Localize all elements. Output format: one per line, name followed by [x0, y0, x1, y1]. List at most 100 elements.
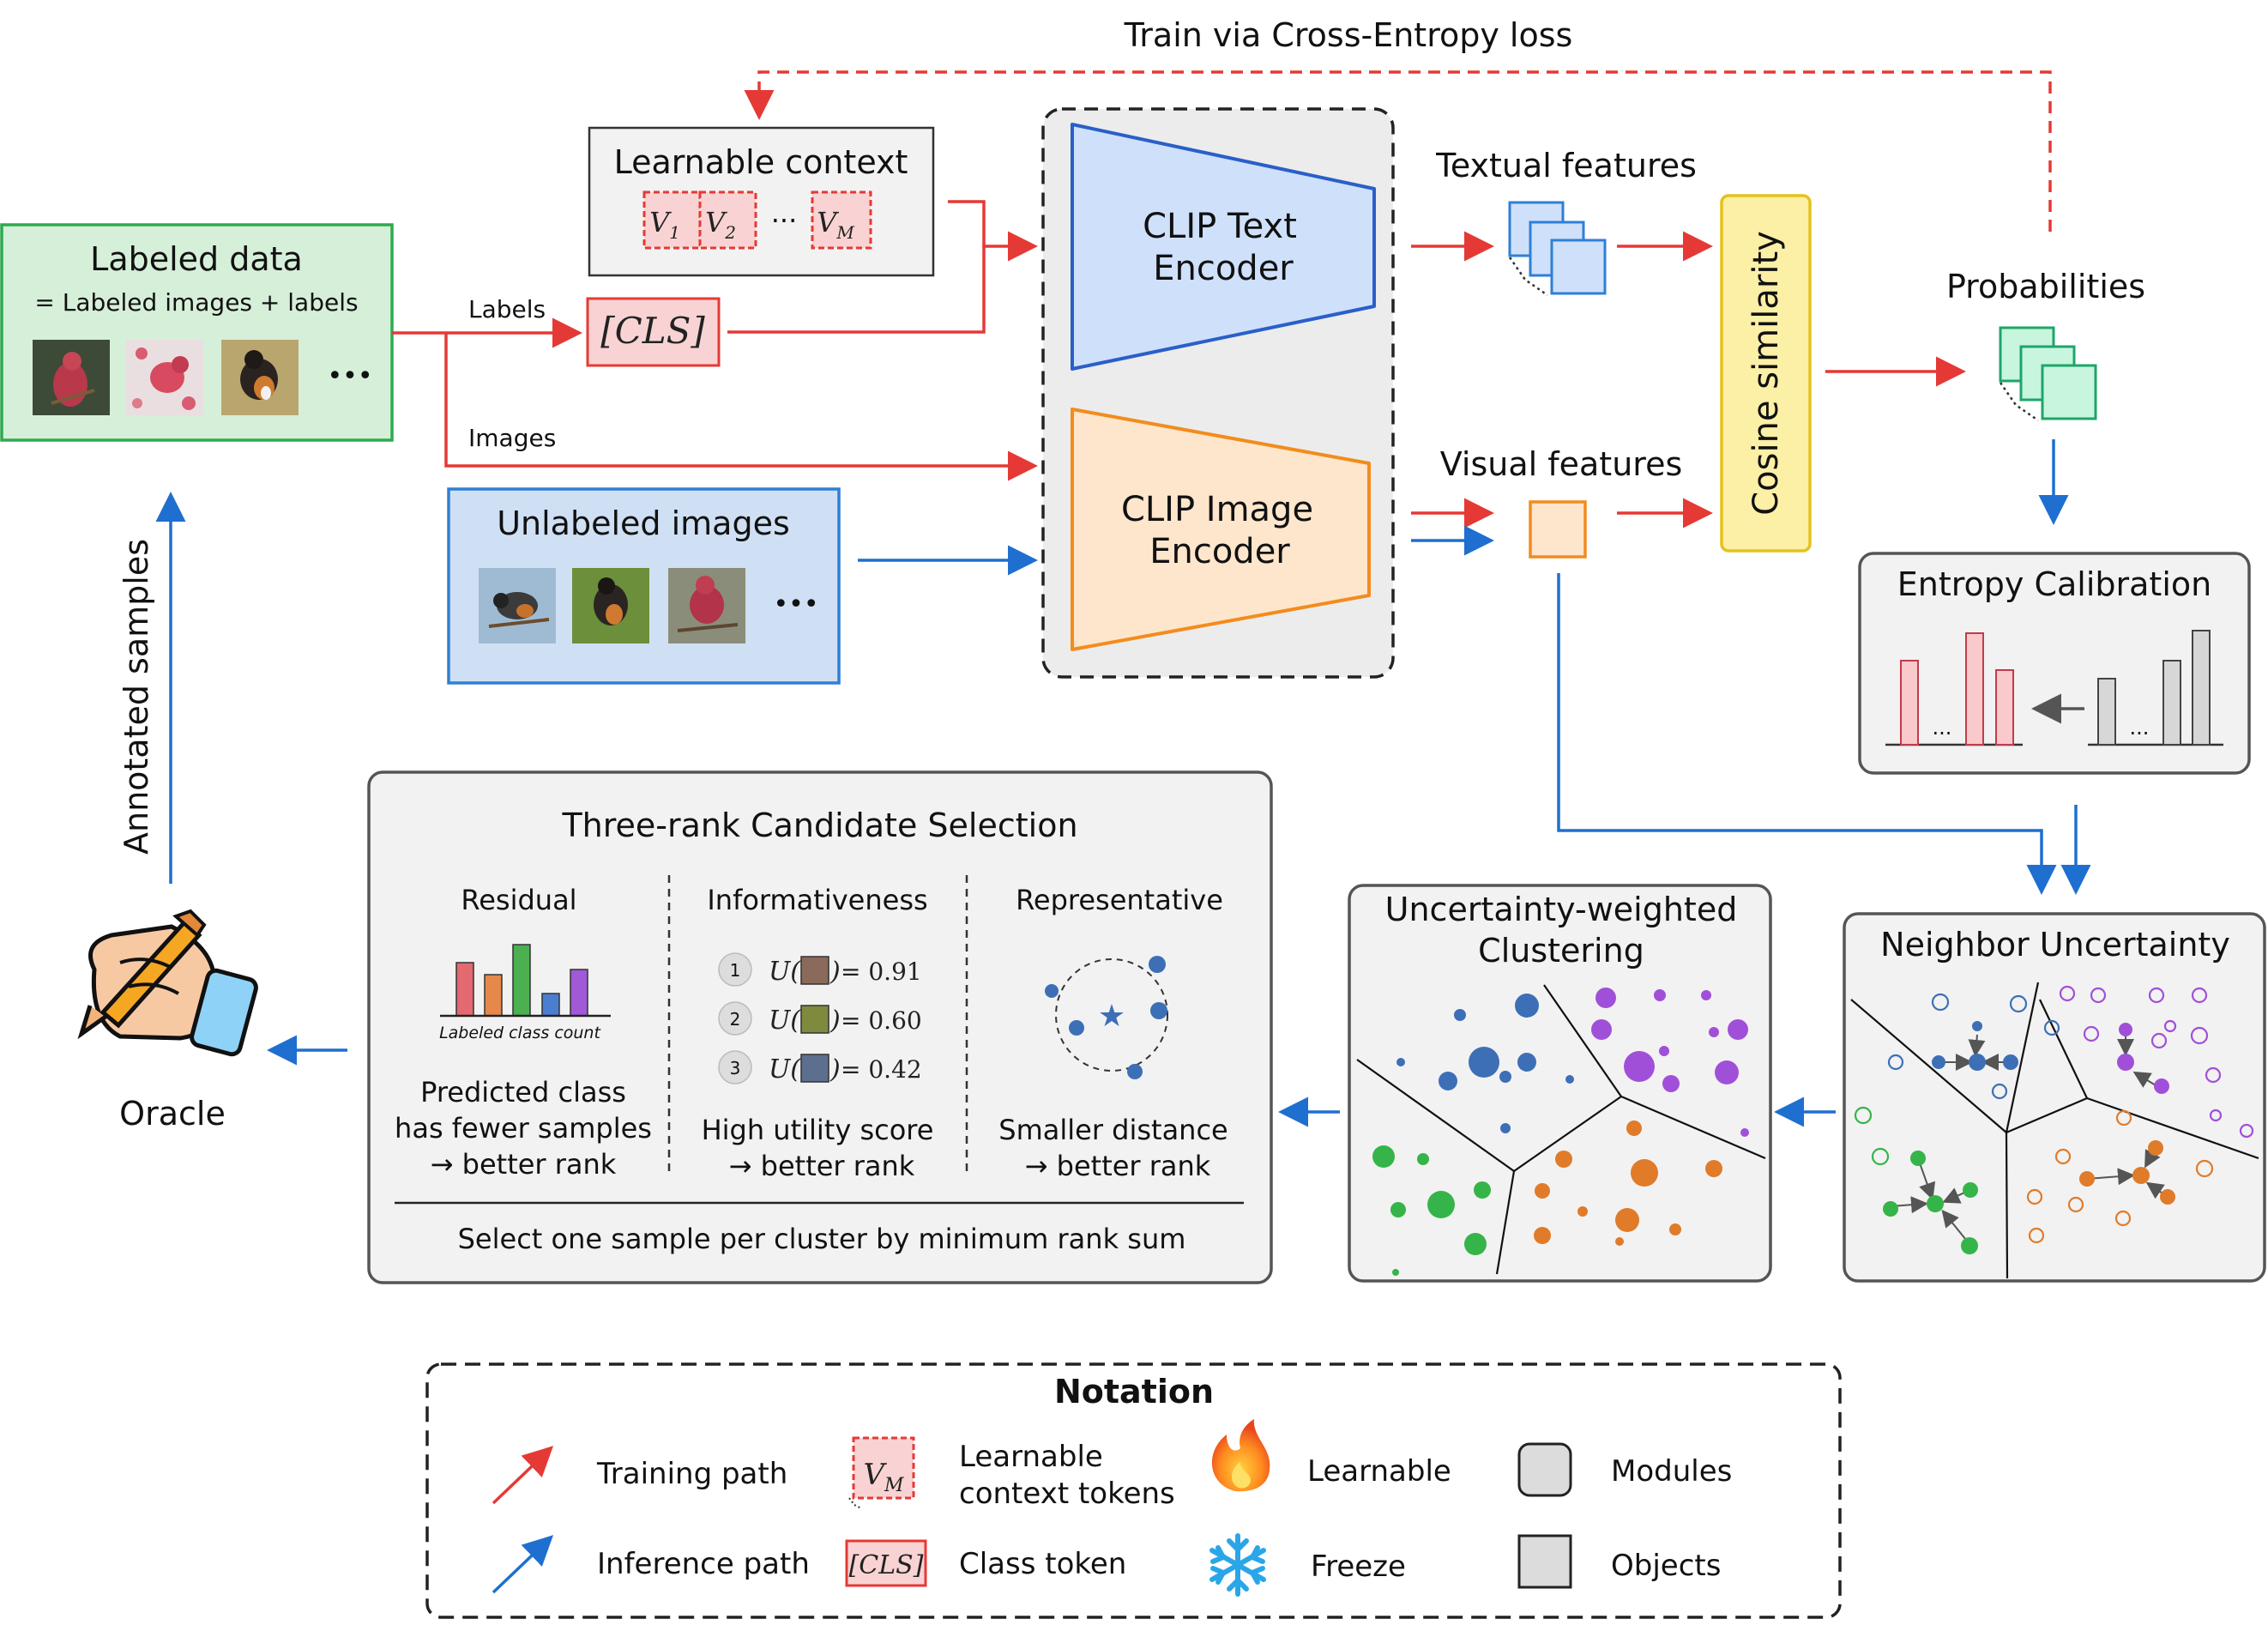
annotated-samples-label: Annotated samples — [118, 539, 155, 855]
svg-text:V1: V1 — [649, 206, 680, 243]
images-arrow — [444, 333, 1038, 481]
svg-text:V2: V2 — [705, 206, 736, 243]
svg-text:U(: U( — [769, 1054, 801, 1084]
cluster-point — [1624, 1051, 1655, 1082]
cluster-point — [1654, 989, 1666, 1001]
cluster-point — [1927, 1195, 1944, 1212]
representative-heading: Representative — [1016, 884, 1223, 916]
cluster-point — [1427, 1191, 1455, 1218]
bird-thumb — [800, 1005, 829, 1034]
utility-rank: 2 — [730, 1009, 741, 1030]
cluster-point — [1565, 1075, 1574, 1084]
cluster-point — [1534, 1227, 1551, 1244]
cluster-point — [2115, 1109, 2132, 1127]
residual-bar — [570, 969, 588, 1017]
residual-desc-3: → better rank — [431, 1148, 617, 1181]
token-label: V — [649, 206, 672, 239]
residual-bar — [484, 974, 503, 1017]
labeled-data-box: Labeled data = Labeled images + labels •… — [0, 223, 394, 442]
cluster-point — [1963, 1182, 1978, 1198]
snowflake-icon — [1209, 1533, 1266, 1597]
utility-rank: 3 — [730, 1058, 741, 1078]
utility-value: = 0.91 — [841, 957, 922, 986]
labeled-data-subtitle: = Labeled images + labels — [34, 288, 358, 317]
raw-bar — [2192, 630, 2211, 746]
cluster-point — [2239, 1123, 2254, 1139]
informativeness-desc-1: High utility score — [702, 1114, 934, 1146]
representative-desc-2: → better rank — [1025, 1150, 1211, 1182]
fire-icon — [1211, 1419, 1270, 1492]
cosine-similarity-box: Cosine similarity — [1720, 194, 1812, 553]
token-label: V — [817, 206, 839, 239]
cluster-point — [1615, 1208, 1639, 1232]
calibrated-bar — [1900, 660, 1919, 746]
bird-image — [479, 568, 556, 643]
cluster-point — [1396, 1058, 1405, 1066]
probabilities-label: Probabilities — [1946, 268, 2145, 305]
selection-title: Three-rank Candidate Selection — [561, 806, 1077, 844]
cluster-point — [1439, 1072, 1457, 1090]
token-sub: 1 — [669, 222, 680, 243]
cluster-point — [2083, 1025, 2100, 1042]
bird-thumb — [800, 956, 829, 985]
utility-value: = 0.42 — [841, 1055, 922, 1084]
text-encoder-line1: CLIP Text — [1143, 207, 1297, 246]
cluster-point — [1740, 1128, 1749, 1137]
residual-bar — [455, 962, 474, 1017]
residual-desc-2: has fewer samples — [395, 1112, 652, 1145]
image-encoder-line1: CLIP Image — [1121, 490, 1313, 529]
cluster-point — [2003, 1054, 2018, 1070]
entropy-title: Entropy Calibration — [1897, 565, 2211, 603]
svg-text:U(: U( — [769, 1006, 801, 1036]
neighbor-link — [2132, 1071, 2156, 1088]
visual-to-neighbor-arrow — [1557, 573, 2057, 895]
svg-text:): ) — [829, 1054, 841, 1084]
cluster-point — [2163, 1019, 2177, 1033]
residual-desc-1: Predicted class — [420, 1076, 626, 1109]
cluster-point — [1871, 1147, 1890, 1166]
cluster-point — [1991, 1083, 2008, 1100]
modules-label: Modules — [1611, 1454, 1732, 1489]
cluster-point — [2190, 1026, 2209, 1045]
bird-image — [668, 568, 745, 643]
cluster-point — [1910, 1151, 1926, 1166]
cluster-point — [1961, 1237, 1978, 1254]
cluster-point — [2054, 1148, 2072, 1165]
labeled-data-title: Labeled data — [90, 240, 303, 278]
residual-bar — [512, 944, 531, 1017]
utility-item: 1 U( ) = 0.91 — [718, 952, 922, 987]
cluster-point — [1499, 1071, 1511, 1083]
entropy-dots: ... — [1933, 716, 1952, 740]
residual-bar — [541, 993, 560, 1017]
cluster-point — [1591, 1019, 1612, 1040]
informativeness-desc-2: → better rank — [729, 1150, 915, 1182]
informativeness-heading: Informativeness — [707, 884, 927, 916]
cluster-point — [1969, 1054, 1986, 1071]
cluster-point — [2209, 1109, 2223, 1122]
learnable-context-box: Learnable context V1 V2 VM ··· — [588, 126, 935, 277]
context-to-encoder-arrow — [948, 200, 1038, 262]
token-sub: M — [835, 222, 854, 243]
utility-value: = 0.60 — [841, 1006, 922, 1035]
loss-feedback-arrow — [744, 70, 2052, 232]
cluster-point — [1631, 1159, 1658, 1187]
cluster-point — [1887, 1054, 1904, 1071]
cluster-point — [2090, 987, 2107, 1004]
cluster-point — [1701, 990, 1711, 1000]
entropy-dots: ... — [2130, 716, 2150, 740]
svg-text:): ) — [829, 957, 841, 987]
token-sub: 2 — [724, 222, 736, 243]
cluster-point — [2148, 987, 2165, 1004]
cluster-point — [1577, 1206, 1588, 1217]
bird-image — [221, 340, 299, 415]
cluster-point — [1615, 1237, 1624, 1246]
clip-text-encoder: CLIP Text Encoder — [1071, 123, 1376, 371]
token-sub: M — [884, 1475, 904, 1496]
cluster-point — [1883, 1201, 1898, 1217]
ctx-tokens-label-2: context tokens — [959, 1477, 1175, 1511]
cluster-point — [1464, 1233, 1487, 1255]
cluster-point — [1469, 1047, 1499, 1078]
cluster-point — [1662, 1075, 1680, 1092]
objects-label: Objects — [1611, 1549, 1721, 1583]
freeze-label: Freeze — [1311, 1549, 1406, 1584]
